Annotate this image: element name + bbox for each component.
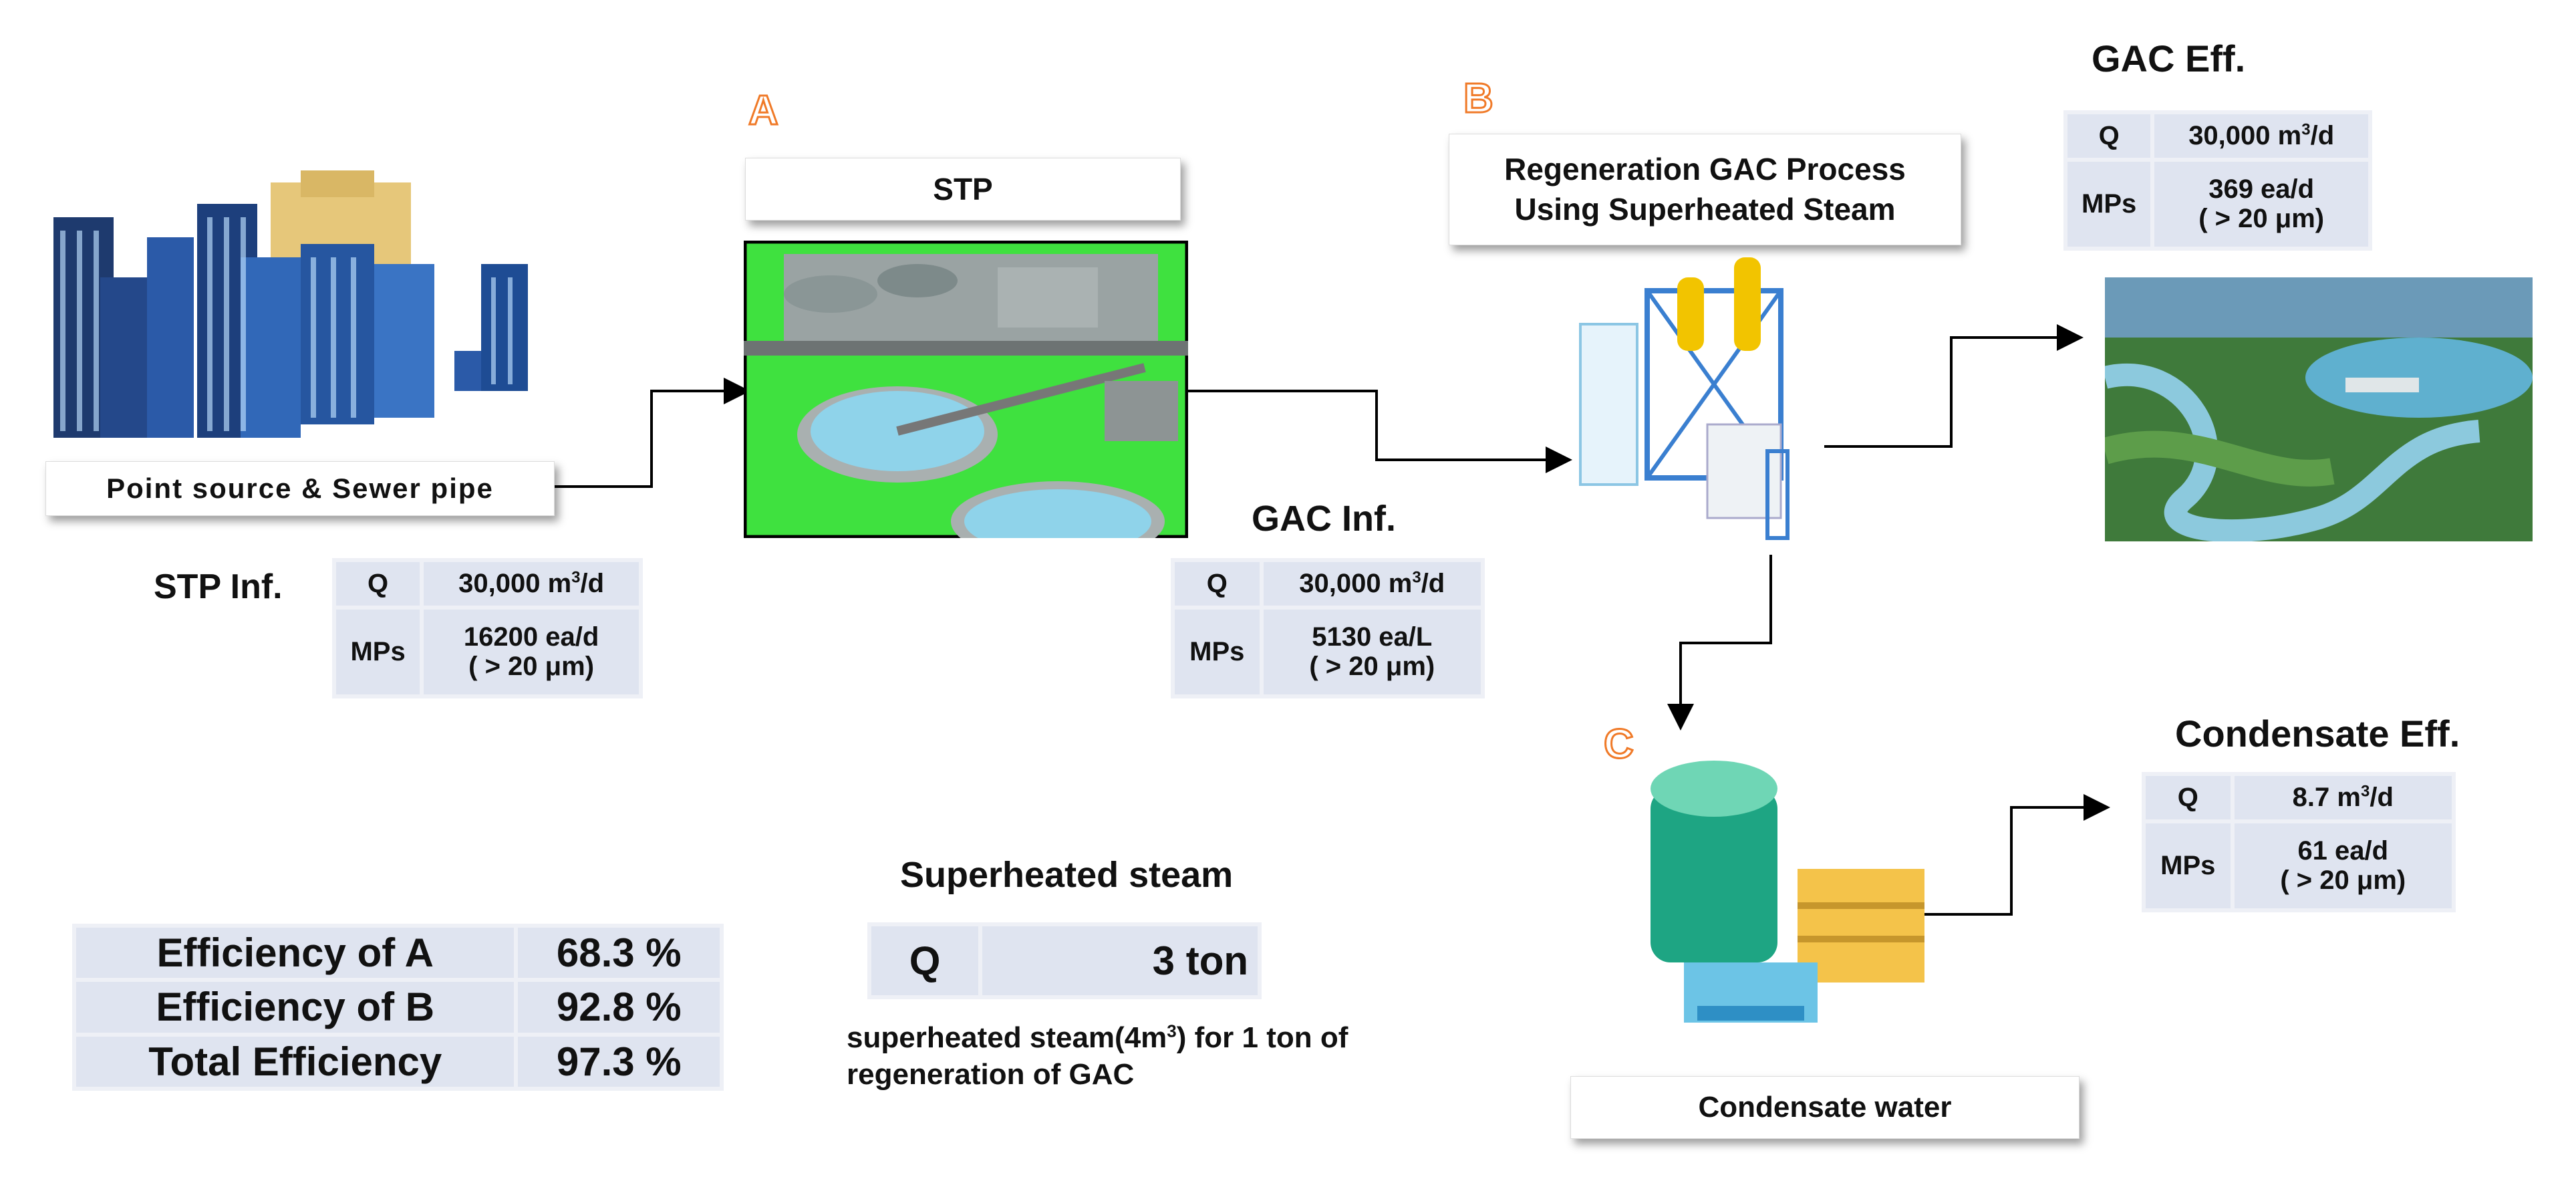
gac-inf-title: GAC Inf.: [1252, 499, 1396, 539]
condensate-eff-mps-label: MPs: [2146, 823, 2231, 908]
gac-inf-mps-cell: 5130 ea/L( > 20 μm): [1263, 609, 1481, 694]
stp-inf-title: STP Inf.: [154, 567, 283, 606]
marker-a: A: [748, 87, 780, 135]
condensate-eff-q-label: Q: [2146, 776, 2231, 819]
condensate-eff-title: Condensate Eff.: [2175, 712, 2460, 755]
q-unit: /d: [1421, 569, 1445, 599]
gac-eff-mps-label: MPs: [2067, 161, 2151, 247]
gac-eff-q-label: Q: [2067, 114, 2151, 158]
arrow-gac-to-eff: [1824, 324, 2084, 448]
efficiency-a-value: 68.3 %: [518, 928, 720, 978]
efficiency-b-label: Efficiency of B: [76, 982, 515, 1033]
condensate-eff-table: Q 8.7 m3/d MPs 61 ea/d( > 20 μm): [2142, 772, 2456, 912]
condensate-eff-q-cell: 8.7 m3/d: [2234, 776, 2452, 819]
gac-inf-mps-line-2: ( > 20 μm): [1309, 652, 1435, 682]
stp-inf-mps-line-1: 16200 ea/d: [463, 622, 599, 652]
condensate-eff-mps-line-2: ( > 20 μm): [2280, 866, 2406, 896]
gac-eff-table: Q 30,000 m3/d MPs 369 ea/d( > 20 μm): [2063, 110, 2372, 251]
condensate-eff-q-value: 8.7 m: [2292, 783, 2361, 813]
gac-eff-title: GAC Eff.: [2092, 37, 2246, 80]
arrow-condensate-to-eff: [1921, 794, 2110, 916]
gac-inf-table: Q 30,000 m3/d MPs 5130 ea/L( > 20 μm): [1171, 558, 1485, 698]
cube-superscript: 3: [2301, 121, 2311, 140]
arrow-stp-to-gac: [1183, 390, 1572, 473]
gac-process-line-2: Using Superheated Steam: [1514, 191, 1896, 227]
stp-inf-q-value: 30,000 m: [458, 569, 572, 599]
steam-note-line-2: regeneration of GAC: [847, 1058, 1135, 1091]
q-unit: /d: [2310, 121, 2335, 151]
cube-superscript: 3: [571, 569, 581, 587]
river-dam-landscape-image: [2105, 277, 2533, 541]
steam-note-post: ) for 1 ton of: [1176, 1021, 1348, 1054]
source-label: Point source & Sewer pipe: [106, 473, 494, 504]
efficiency-b-value: 92.8 %: [518, 982, 720, 1033]
arrow-gac-to-condensate: [1667, 555, 1772, 731]
stp-inf-mps-label: MPs: [336, 609, 420, 694]
stp-inf-q-cell: 30,000 m3/d: [424, 562, 639, 606]
source-label-box: Point source & Sewer pipe: [45, 461, 555, 516]
stp-inf-mps-cell: 16200 ea/d( > 20 μm): [424, 609, 639, 694]
condensate-plant-icon: [1651, 761, 1924, 1023]
total-efficiency-label: Total Efficiency: [76, 1036, 515, 1087]
condensate-eff-mps-cell: 61 ea/d( > 20 μm): [2234, 823, 2452, 908]
steam-q-value: 3 ton: [982, 926, 1258, 995]
gac-eff-mps-line-1: 369 ea/d: [2208, 174, 2315, 205]
steam-table: Q 3 ton: [867, 922, 1262, 999]
gac-inf-mps-line-1: 5130 ea/L: [1312, 622, 1433, 652]
table-row: Efficiency of B 92.8 %: [76, 982, 720, 1033]
stp-label-box: STP: [745, 158, 1181, 221]
q-unit: /d: [2370, 783, 2394, 813]
gac-inf-q-value: 30,000 m: [1299, 569, 1413, 599]
steam-note-line-1: superheated steam(4m3) for 1 ton of: [847, 1019, 1488, 1056]
condensate-eff-mps-line-1: 61 ea/d: [2297, 836, 2389, 866]
gac-inf-q-cell: 30,000 m3/d: [1263, 562, 1481, 606]
condensate-water-label: Condensate water: [1698, 1091, 1952, 1124]
efficiency-table: Efficiency of A 68.3 % Efficiency of B 9…: [72, 924, 724, 1091]
steam-note-pre: superheated steam(4m: [847, 1021, 1167, 1054]
gac-inf-mps-label: MPs: [1175, 609, 1260, 694]
cube-superscript: 3: [2360, 783, 2370, 801]
efficiency-a-label: Efficiency of A: [76, 928, 515, 978]
stp-label: STP: [933, 172, 993, 207]
condensate-water-box: Condensate water: [1570, 1076, 2080, 1139]
marker-b: B: [1463, 75, 1495, 123]
gac-eff-q-value: 30,000 m: [2188, 121, 2302, 151]
cube-superscript: 3: [1412, 569, 1421, 587]
city-buildings-illustration: [53, 170, 528, 438]
stp-inf-q-label: Q: [336, 562, 420, 606]
total-efficiency-value: 97.3 %: [518, 1036, 720, 1087]
marker-c: C: [1603, 721, 1635, 769]
gac-process-box: Regeneration GAC Process Using Superheat…: [1449, 134, 1961, 245]
arrow-source-to-stp: [555, 378, 750, 488]
gac-eff-mps-line-2: ( > 20 μm): [2198, 204, 2325, 234]
steam-note: superheated steam(4m3) for 1 ton of rege…: [847, 1019, 1488, 1093]
gac-eff-q-cell: 30,000 m3/d: [2154, 114, 2368, 158]
table-row: Efficiency of A 68.3 %: [76, 928, 720, 978]
steam-title: Superheated steam: [900, 855, 1234, 895]
gac-regeneration-plant-icon: [1579, 257, 1790, 540]
gac-process-line-1: Regeneration GAC Process: [1504, 151, 1906, 186]
stp-plant-image: [744, 241, 1188, 538]
q-unit: /d: [580, 569, 605, 599]
stp-inf-table: Q 30,000 m3/d MPs 16200 ea/d( > 20 μm): [332, 558, 643, 698]
table-row: Total Efficiency 97.3 %: [76, 1036, 720, 1087]
steam-q-label: Q: [871, 926, 979, 995]
gac-inf-q-label: Q: [1175, 562, 1260, 606]
gac-eff-mps-cell: 369 ea/d( > 20 μm): [2154, 161, 2368, 247]
stp-inf-mps-line-2: ( > 20 μm): [468, 652, 595, 682]
cube-superscript: 3: [1167, 1021, 1177, 1041]
